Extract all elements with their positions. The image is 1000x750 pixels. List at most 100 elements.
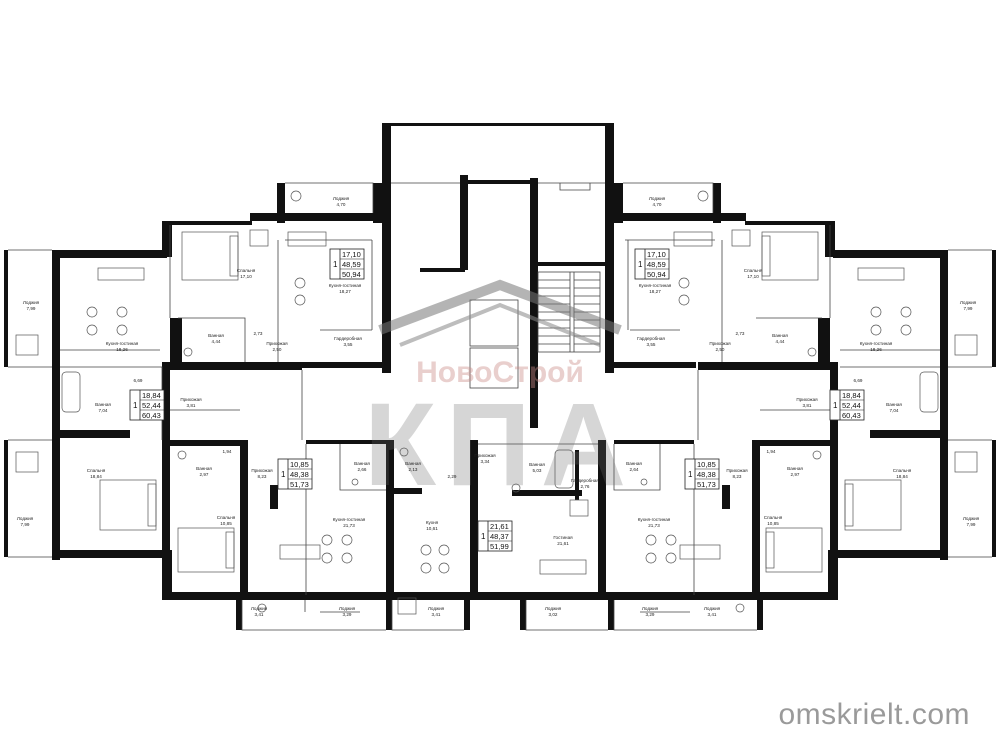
room-area: 18,27 [339, 289, 351, 294]
room-area: 3,41 [708, 612, 717, 617]
room-labels: Лоджия7,99Кухня-гостиная18,26Ванная7,046… [17, 196, 980, 617]
room-area: 2,97 [791, 472, 800, 477]
room-name: Ванная [405, 461, 421, 466]
area-box-rooms: 1 [281, 470, 286, 479]
room-name: Прихожая [709, 341, 731, 346]
room-name: Спальня [237, 268, 256, 273]
room-name: Спальня [217, 515, 236, 520]
area-box-with-loggia: 51,73 [697, 480, 716, 489]
room-label-a4-val: 2,29 [448, 474, 457, 479]
room-area: 2,64 [630, 467, 639, 472]
room-name: Лоджия [642, 606, 659, 611]
room-area: 3,02 [549, 612, 558, 617]
bed-icon [181, 231, 239, 281]
area-box-rooms: 1 [333, 260, 338, 269]
room-name: Ванная [196, 466, 212, 471]
room-name: Лоджия [963, 516, 980, 521]
area-box-frame [277, 458, 313, 490]
area-box-with-loggia: 51,99 [490, 542, 509, 551]
room-name: Прихожая [726, 468, 748, 473]
toilet-icon [399, 447, 409, 457]
room-area: 18,26 [116, 347, 128, 352]
room-area: 17,10 [747, 274, 759, 279]
room-area: 6,69 [134, 378, 143, 383]
bed-icon [177, 527, 235, 573]
room-area: 3,41 [432, 612, 441, 617]
room-name: Гардеробная [637, 336, 665, 341]
area-box-with-loggia: 50,94 [342, 270, 361, 279]
room-name: Лоджия [23, 300, 40, 305]
room-area: 10,85 [767, 521, 779, 526]
room-area: 4,44 [776, 339, 785, 344]
room-area: 3,55 [344, 342, 353, 347]
room-area: 1,94 [767, 449, 776, 454]
room-name: Гостиная [553, 535, 573, 540]
room-name: Лоджия [704, 606, 721, 611]
room-label-a1-hall-val: 6,69 [134, 378, 143, 383]
room-area: 21,73 [648, 523, 660, 528]
room-label-a2-hall-val: 2,73 [254, 331, 263, 336]
toilet-icon [177, 450, 187, 460]
room-area: 4,70 [337, 202, 346, 207]
room-area: 2,73 [254, 331, 263, 336]
room-area: 6,69 [854, 378, 863, 383]
area-box-living: 18,84 [142, 391, 161, 400]
toilet-icon [511, 483, 521, 493]
room-area: 21,73 [343, 523, 355, 528]
area-box-total: 48,38 [697, 470, 716, 479]
room-name: Спальня [764, 515, 783, 520]
room-area: 4,44 [212, 339, 221, 344]
room-area: 5,03 [533, 468, 542, 473]
bed-icon [99, 479, 157, 531]
armchair-icon [15, 451, 39, 473]
area-box-frame [329, 248, 365, 280]
room-area: 2,50 [716, 347, 725, 352]
room-area: 7,99 [967, 522, 976, 527]
room-name: Гардеробная [571, 478, 599, 483]
watermark: НовоСтрой КПА [364, 279, 626, 511]
sofa-icon [97, 267, 145, 281]
armchair-icon [731, 229, 751, 247]
area-box-total: 48,59 [647, 260, 666, 269]
site-watermark: omskrielt.com [778, 698, 970, 731]
armchair-icon [954, 451, 978, 473]
area-box-living: 10,85 [290, 460, 309, 469]
sink-icon [351, 478, 359, 486]
area-box-frame [829, 389, 865, 421]
area-box-with-loggia: 60,43 [142, 411, 161, 420]
room-area: 4,70 [653, 202, 662, 207]
area-box-total: 52,44 [142, 401, 161, 410]
room-area: 8,23 [258, 474, 267, 479]
furniture [15, 190, 978, 615]
armchair-icon [249, 229, 269, 247]
area-box-frame [477, 520, 513, 552]
room-name: Лоджия [428, 606, 445, 611]
